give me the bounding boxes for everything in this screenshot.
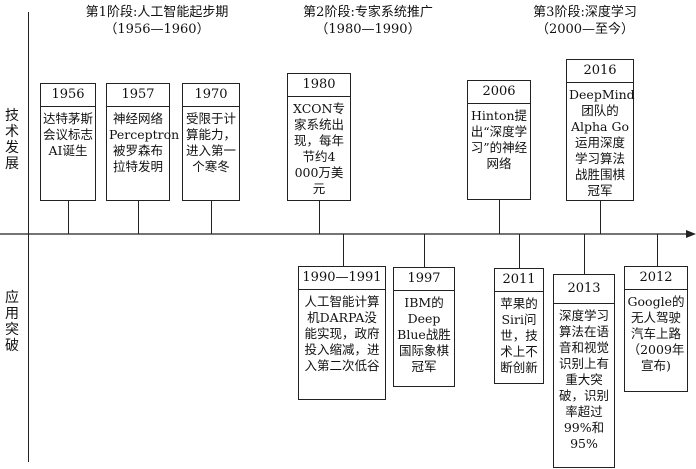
stage-3-title: 第3阶段:深度学习	[533, 5, 637, 20]
event-year: 2016	[567, 60, 633, 83]
event-2013: 2013 深度学习算法在语音和视觉识别上有重大突破，识别率超过99%和95%	[553, 274, 615, 468]
connector-2006	[499, 200, 500, 234]
left-vertical-axis	[28, 12, 29, 462]
row-label-tech: 技术发展	[5, 108, 19, 172]
event-text: IBM的Deep Blue战胜国际象棋冠军	[397, 295, 451, 374]
connector-1990	[343, 234, 344, 266]
event-year: 2012	[625, 267, 687, 290]
event-year: 1956	[41, 84, 95, 107]
stage-1-period: （1956—1960）	[104, 22, 210, 37]
connector-1997	[424, 234, 425, 267]
timeline-arrow	[0, 230, 696, 238]
connector-2013	[584, 234, 585, 274]
connector-2016	[600, 201, 601, 234]
event-1997: 1997 IBM的Deep Blue战胜国际象棋冠军	[393, 267, 455, 387]
row-label-app: 应用突破	[5, 290, 19, 354]
stage-2-title: 第2阶段:专家系统推广	[303, 5, 433, 20]
event-1956: 1956 达特茅斯会议标志AI诞生	[40, 83, 96, 201]
event-year: 2013	[554, 275, 614, 304]
stage-3-period: （2000—至今）	[535, 22, 635, 37]
event-1990-1991: 1990—1991 人工智能计算机DARPA没能实现，政府投入缩减，进入第二次低…	[298, 266, 386, 400]
event-text: Google的无人驾驶汽车上路（2009年宣布)	[627, 294, 685, 373]
event-text: 苹果的Siri问世，技术上不断创新	[500, 296, 538, 375]
event-text: Hinton提出“深度学习”的神经网络	[470, 108, 528, 171]
event-year: 1997	[394, 268, 454, 291]
event-text: 受限于计算能力，进入第一个寒冬	[185, 111, 236, 174]
stage-2-period: （1980—1990）	[315, 22, 421, 37]
event-1980: 1980 XCON专家系统出现，每年节约4 000万美元	[287, 73, 351, 201]
event-1970: 1970 受限于计算能力，进入第一个寒冬	[182, 83, 240, 201]
event-year: 1957	[107, 84, 169, 107]
connector-2011	[519, 234, 520, 268]
connector-1970	[211, 201, 212, 234]
stage-2-heading: 第2阶段:专家系统推广 （1980—1990）	[278, 4, 458, 38]
event-text: DeepMind团队的Alpha Go运用深度学习算法战胜围棋冠军	[569, 87, 635, 198]
connector-1957	[138, 201, 139, 234]
event-2016: 2016 DeepMind团队的Alpha Go运用深度学习算法战胜围棋冠军	[566, 59, 635, 201]
stage-1-title: 第1阶段:人工智能起步期	[85, 5, 229, 20]
event-year: 2006	[468, 81, 530, 104]
event-year: 1980	[288, 74, 350, 97]
stage-1-heading: 第1阶段:人工智能起步期 （1956—1960）	[62, 4, 252, 38]
event-2012: 2012 Google的无人驾驶汽车上路（2009年宣布)	[624, 266, 688, 392]
connector-1980	[319, 201, 320, 234]
event-1957: 1957 神经网络Perceptron被罗森布拉特发明	[106, 83, 180, 201]
event-2006: 2006 Hinton提出“深度学习”的神经网络	[467, 80, 531, 200]
event-year: 1970	[183, 84, 239, 107]
event-text: 达特茅斯会议标志AI诞生	[43, 111, 94, 158]
event-text: 神经网络Perceptron被罗森布拉特发明	[109, 111, 180, 174]
connector-1956	[68, 201, 69, 234]
event-year: 2011	[495, 269, 543, 292]
event-text: 深度学习算法在语音和视觉识别上有重大突破，识别率超过99%和95%	[558, 308, 609, 451]
event-year: 1990—1991	[299, 267, 385, 290]
event-text: XCON专家系统出现，每年节约4 000万美元	[293, 101, 345, 196]
stage-3-heading: 第3阶段:深度学习 （2000—至今）	[510, 4, 660, 38]
connector-2012	[657, 234, 658, 266]
event-text: 人工智能计算机DARPA没能实现，政府投入缩减，进入第二次低谷	[304, 294, 380, 373]
event-2011: 2011 苹果的Siri问世，技术上不断创新	[494, 268, 544, 384]
